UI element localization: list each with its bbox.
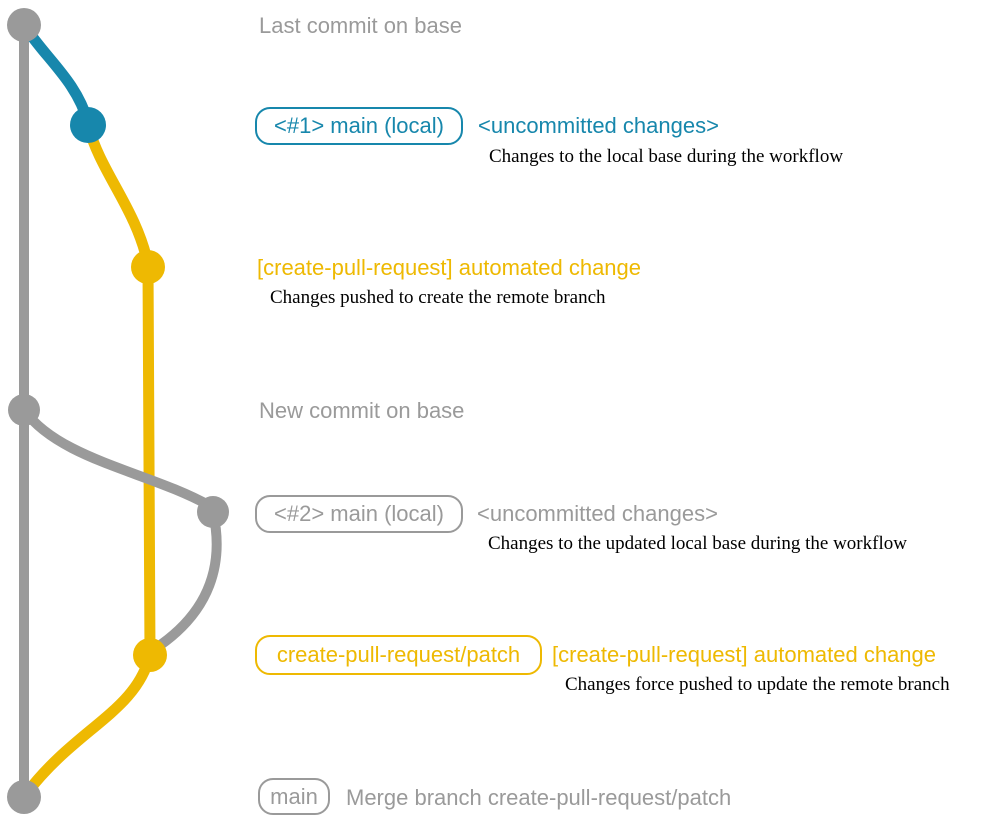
- note-uncommitted-changes-2: Changes to the updated local base during…: [488, 533, 907, 554]
- commit-node-patch-2: [133, 638, 167, 672]
- local-main-2-edge-b: [148, 507, 222, 655]
- branch-badge-main-label: main: [270, 783, 318, 809]
- heading-uncommitted-changes-2: <uncommitted changes>: [477, 501, 718, 526]
- note-automated-change-2: Changes force pushed to update the remot…: [565, 674, 950, 695]
- patch-branch-line: [142, 261, 156, 661]
- commit-node-main-local-1: [70, 107, 106, 143]
- commit-node-merge: [7, 780, 41, 814]
- commit-node-new-base: [8, 394, 40, 426]
- commit-graph: [7, 8, 229, 814]
- heading-uncommitted-changes-1: <uncommitted changes>: [478, 113, 719, 138]
- branch-badge-main-local-2-label: <#2> main (local): [274, 501, 444, 526]
- label-new-commit-on-base: New commit on base: [259, 398, 465, 423]
- commit-node-main-local-2: [197, 496, 229, 528]
- patch-branch-create-edge: [82, 119, 154, 270]
- merge-edge: [20, 649, 156, 800]
- label-merge-branch: Merge branch create-pull-request/patch: [346, 785, 732, 810]
- branch-badge-main-local-1-label: <#1> main (local): [274, 113, 444, 138]
- note-uncommitted-changes-1: Changes to the local base during the wor…: [489, 146, 844, 167]
- commit-node-patch-1: [131, 250, 165, 284]
- branch-badge-main-local-2: <#2> main (local): [255, 495, 463, 533]
- heading-automated-change-2: [create-pull-request] automated change: [552, 642, 937, 667]
- note-automated-change-1: Changes pushed to create the remote bran…: [270, 287, 606, 308]
- local-main-2-edge-a: [19, 405, 215, 511]
- branch-badge-main: main: [258, 778, 330, 815]
- local-main-1-edge: [18, 19, 94, 128]
- branch-badge-main-local-1: <#1> main (local): [255, 107, 463, 145]
- heading-automated-change-1: [create-pull-request] automated change: [257, 255, 642, 280]
- commit-node-last-base: [7, 8, 41, 42]
- branch-badge-create-pull-request-patch-label: create-pull-request/patch: [276, 642, 521, 667]
- branch-badge-create-pull-request-patch: create-pull-request/patch: [255, 635, 542, 675]
- label-last-commit-on-base: Last commit on base: [259, 13, 462, 38]
